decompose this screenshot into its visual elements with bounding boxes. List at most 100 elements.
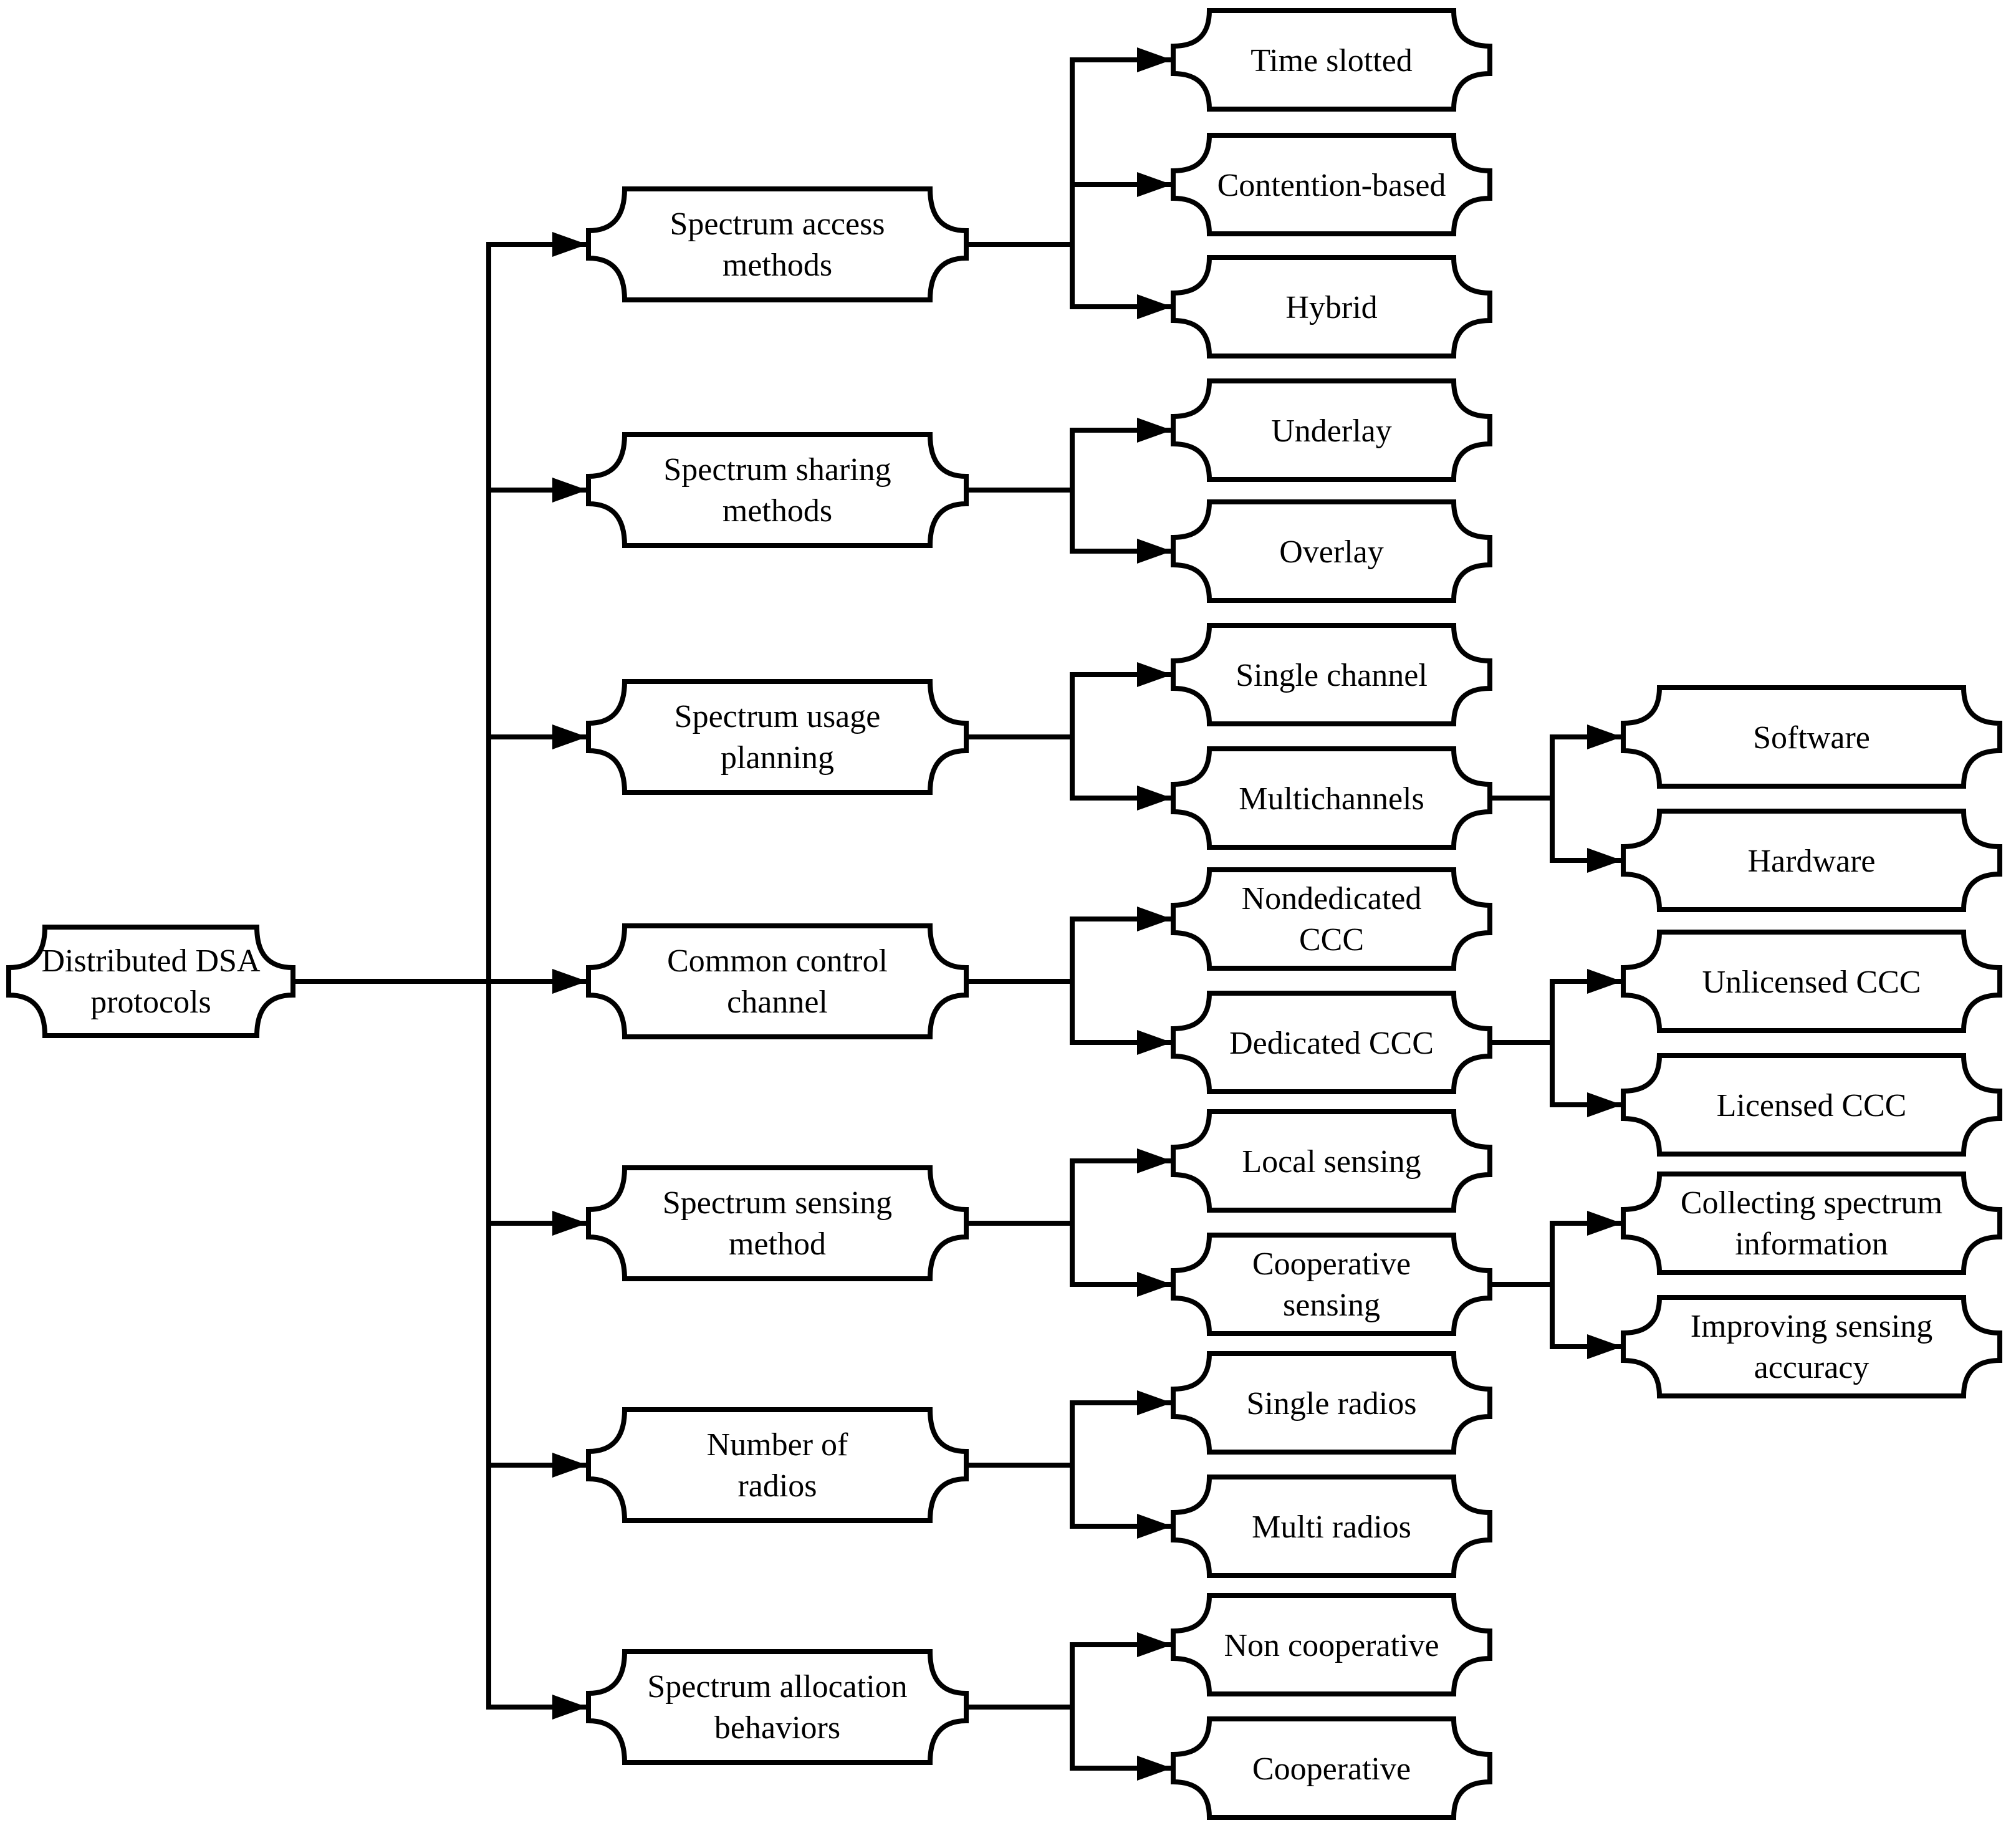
node-multi-radios: Multi radios	[1171, 1475, 1492, 1578]
node-cooperative: Cooperative	[1171, 1716, 1492, 1820]
node-spectrum-sensing-method-shape	[586, 1165, 969, 1281]
connector-spectrum-access-methods-trunk	[964, 57, 1075, 309]
node-contention-based-label: Contention-based	[1217, 168, 1446, 203]
connector-spectrum-allocation-behaviors-trunk	[964, 1642, 1075, 1771]
connector-distributed-dsa-protocols-trunk	[290, 242, 491, 1710]
node-multichannels: Multichannels	[1171, 746, 1492, 850]
node-cooperative-label: Cooperative	[1252, 1751, 1411, 1787]
node-cooperative-shape	[1171, 1716, 1492, 1820]
node-hybrid-shape	[1171, 255, 1492, 358]
node-dedicated-ccc-label: Dedicated CCC	[1229, 1026, 1434, 1061]
node-licensed-ccc-shape	[1621, 1053, 2002, 1157]
node-dedicated-ccc-shape	[1171, 991, 1492, 1094]
node-single-channel-label: Single channel	[1236, 658, 1428, 693]
node-collecting-spectrum-information-shape	[1621, 1171, 2002, 1275]
node-hardware-label: Hardware	[1748, 844, 1876, 879]
node-nondedicated-ccc-shape	[1171, 867, 1492, 971]
node-software-shape	[1621, 685, 2002, 789]
connector-cooperative-sensing-trunk	[1487, 1221, 1555, 1349]
node-single-radios: Single radios	[1171, 1351, 1492, 1455]
node-overlay-label: Overlay	[1279, 534, 1383, 570]
node-dedicated-ccc: Dedicated CCC	[1171, 991, 1492, 1094]
node-software: Software	[1621, 685, 2002, 789]
node-non-cooperative-shape	[1171, 1593, 1492, 1696]
node-underlay-label: Underlay	[1271, 413, 1391, 449]
node-software-label: Software	[1753, 720, 1870, 756]
node-licensed-ccc: Licensed CCC	[1621, 1053, 2002, 1157]
node-multichannels-label: Multichannels	[1239, 781, 1424, 817]
node-multichannels-shape	[1171, 746, 1492, 850]
connector-spectrum-sharing-methods-trunk	[964, 428, 1075, 554]
node-overlay-shape	[1171, 499, 1492, 603]
node-spectrum-allocation-behaviors-shape	[586, 1649, 969, 1765]
node-multi-radios-shape	[1171, 1475, 1492, 1578]
node-licensed-ccc-label: Licensed CCC	[1717, 1088, 1907, 1123]
node-underlay: Underlay	[1171, 378, 1492, 482]
node-unlicensed-ccc-label: Unlicensed CCC	[1702, 965, 1921, 1000]
connector-spectrum-usage-planning-trunk	[964, 672, 1075, 801]
node-distributed-dsa-protocols-shape	[6, 925, 295, 1038]
node-spectrum-usage-planning-shape	[586, 679, 969, 795]
node-underlay-shape	[1171, 378, 1492, 482]
connector-number-of-radios-trunk	[964, 1400, 1075, 1529]
node-overlay: Overlay	[1171, 499, 1492, 603]
node-non-cooperative: Non cooperative	[1171, 1593, 1492, 1696]
node-improving-sensing-accuracy-shape	[1621, 1295, 2002, 1398]
node-unlicensed-ccc-shape	[1621, 930, 2002, 1033]
node-single-radios-shape	[1171, 1351, 1492, 1455]
node-spectrum-access-methods-shape	[586, 186, 969, 302]
node-hybrid-label: Hybrid	[1285, 290, 1377, 325]
node-hardware: Hardware	[1621, 809, 2002, 912]
connectors	[290, 47, 1622, 1781]
node-multi-radios-label: Multi radios	[1252, 1509, 1411, 1545]
node-single-channel: Single channel	[1171, 623, 1492, 726]
node-cooperative-sensing-shape	[1171, 1233, 1492, 1336]
node-unlicensed-ccc: Unlicensed CCC	[1621, 930, 2002, 1033]
connector-common-control-channel-trunk	[964, 916, 1075, 1045]
node-local-sensing-shape	[1171, 1109, 1492, 1213]
node-spectrum-sharing-methods-shape	[586, 432, 969, 548]
node-single-radios-label: Single radios	[1247, 1386, 1417, 1422]
node-contention-based-shape	[1171, 133, 1492, 236]
node-contention-based: Contention-based	[1171, 133, 1492, 236]
node-local-sensing-label: Local sensing	[1242, 1144, 1421, 1180]
node-time-slotted: Time slotted	[1171, 8, 1492, 112]
connector-multichannels-trunk	[1487, 734, 1555, 863]
node-single-channel-shape	[1171, 623, 1492, 726]
node-number-of-radios-shape	[586, 1407, 969, 1523]
node-local-sensing: Local sensing	[1171, 1109, 1492, 1213]
connector-dedicated-ccc-trunk	[1487, 979, 1555, 1107]
node-time-slotted-shape	[1171, 8, 1492, 112]
node-common-control-channel-shape	[586, 923, 969, 1039]
node-hybrid: Hybrid	[1171, 255, 1492, 358]
node-non-cooperative-label: Non cooperative	[1224, 1628, 1439, 1663]
node-time-slotted-label: Time slotted	[1250, 43, 1413, 79]
connector-spectrum-sensing-method-trunk	[964, 1158, 1075, 1287]
